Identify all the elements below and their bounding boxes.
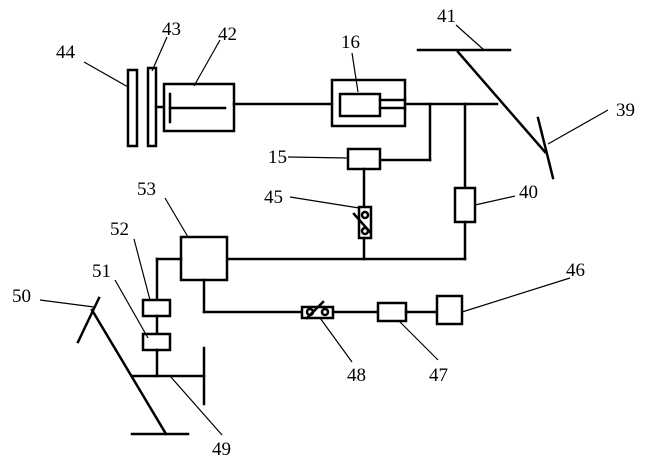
valve-48 [300,300,335,320]
component-47 [376,301,408,323]
component-16-valve [330,78,407,128]
label-16: 16 [341,32,360,53]
label-47: 47 [429,365,448,386]
component-52 [141,298,172,318]
leader-40 [474,195,516,206]
plate-39 [536,116,555,180]
arm-50-49 [90,308,168,436]
component-40 [453,186,477,224]
label-46: 46 [566,260,585,281]
leader-50 [39,299,95,308]
leader-16 [351,52,359,93]
leader-52 [133,238,151,301]
label-44: 44 [56,42,76,63]
leader-39 [547,109,609,145]
label-39: 39 [616,100,635,121]
leader-53 [164,197,189,238]
label-50: 50 [12,286,31,307]
label-43: 43 [162,19,181,40]
label-45: 45 [264,187,283,208]
label-51: 51 [92,261,111,282]
valve-45 [352,205,373,240]
arm-41-39 [456,50,547,154]
label-49: 49 [212,439,231,460]
leader-43 [151,36,168,72]
label-52: 52 [110,219,129,240]
controller-53 [179,235,229,282]
leader-47 [398,320,439,361]
leader-42 [193,39,221,87]
label-15: 15 [268,147,287,168]
leader-41 [455,24,485,51]
label-40: 40 [519,182,538,203]
leader-51 [114,279,149,339]
label-42: 42 [218,24,237,45]
component-44 [126,68,139,148]
leader-45 [289,196,360,209]
component-15 [346,147,382,171]
leader-48 [319,317,353,363]
leader-15 [287,156,349,159]
label-48: 48 [347,365,366,386]
leader-46 [461,277,571,313]
label-41: 41 [437,6,456,27]
component-42-cylinder [162,82,236,133]
leader-49 [169,375,223,436]
leader-44 [83,61,129,88]
plate-50 [76,296,101,344]
component-46 [435,294,464,326]
label-53: 53 [137,179,156,200]
